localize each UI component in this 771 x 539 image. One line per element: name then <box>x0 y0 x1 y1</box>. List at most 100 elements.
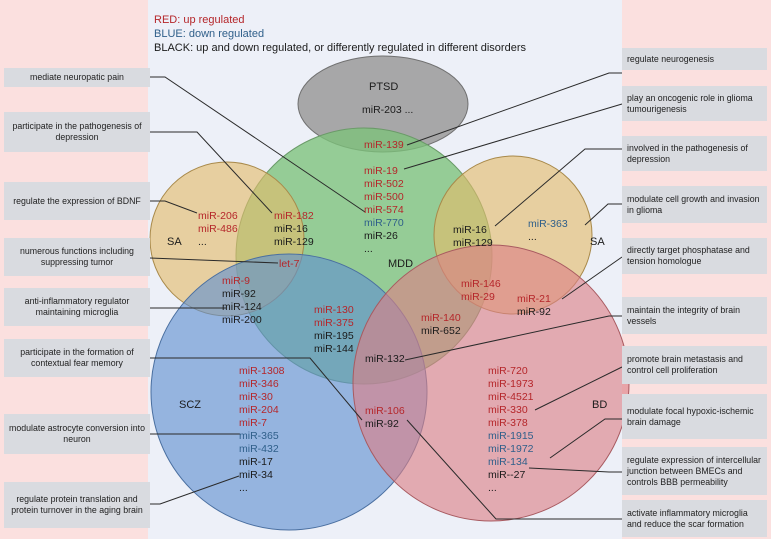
mirna-label: miR-140 <box>421 312 461 324</box>
legend-red: RED: up regulated <box>154 14 245 26</box>
mirna-group-sa-right: miR-363... <box>528 218 568 244</box>
label-sa-left: SA <box>167 236 182 248</box>
mirna-label: miR-365 <box>239 430 279 442</box>
connector-inflammatory <box>406 419 622 520</box>
mirna-label: miR-574 <box>364 204 404 216</box>
connector-depression-right <box>494 148 622 227</box>
mirna-label: miR-375 <box>314 317 354 329</box>
annotation-left-6: participate in the formation of contextu… <box>4 339 150 377</box>
annotation-right-8: modulate focal hypoxic-ischemic brain da… <box>622 394 767 439</box>
mirna-label: miR-144 <box>314 343 354 355</box>
mirna-label: miR-34 <box>239 469 273 481</box>
connector-fear-memory <box>150 357 363 421</box>
mirna-label: miR-92 <box>517 306 551 318</box>
mirna-label: ... <box>364 243 373 255</box>
mirna-label: ... <box>239 482 248 494</box>
annotation-left-2: participate in the pathogenesis of depre… <box>4 112 150 152</box>
mirna-label: miR-720 <box>488 365 528 377</box>
mirna-label: miR-1308 <box>239 365 285 377</box>
mirna-label: miR-1915 <box>488 430 534 442</box>
label-scz: SCZ <box>179 399 201 411</box>
legend-blue: BLUE: down regulated <box>154 28 265 40</box>
mirna-label: ... <box>488 482 497 494</box>
mirna-label: miR-200 <box>222 314 262 326</box>
mirna-label: miR-1972 <box>488 443 534 455</box>
connector-bbb <box>528 467 622 473</box>
mirna-label: miR-26 <box>364 230 398 242</box>
annotation-left-8: regulate protein translation and protein… <box>4 482 150 528</box>
mirna-label: miR-500 <box>364 191 404 203</box>
label-sa-right: SA <box>590 236 605 248</box>
connector-depression-left <box>150 131 273 214</box>
mirna-label: miR-129 <box>453 237 493 249</box>
mirna-label: miR-16 <box>453 224 487 236</box>
mirna-group-ptsd: miR-203 ... <box>362 104 413 117</box>
mirna-label: miR-92 <box>222 288 256 300</box>
mirna-label: miR-19 <box>364 165 398 177</box>
mirna-label: miR-92 <box>365 418 399 430</box>
mirna-label: miR-17 <box>239 456 273 468</box>
mirna-label: miR-652 <box>421 325 461 337</box>
annotation-right-4: modulate cell growth and invasion in gli… <box>622 186 767 223</box>
mirna-label: miR-363 <box>528 218 568 230</box>
connector-neurogenesis <box>406 72 622 146</box>
mirna-label: miR-502 <box>364 178 404 190</box>
label-bd: BD <box>592 399 608 411</box>
connector-metastasis <box>534 366 623 411</box>
annotation-right-7: promote brain metastasis and control cel… <box>622 346 767 384</box>
connector-glioma-oncogenic <box>403 103 623 170</box>
mirna-label: miR-432 <box>239 443 279 455</box>
annotation-right-6: maintain the integrity of brain vessels <box>622 297 767 334</box>
mirna-label: miR-139 <box>364 139 404 151</box>
connector-neuropathic-pain <box>150 76 366 213</box>
connector-glioma-growth <box>584 203 622 226</box>
mirna-label: miR-204 <box>239 404 279 416</box>
mirna-label: miR-7 <box>239 417 267 429</box>
mirna-label: miR-195 <box>314 330 354 342</box>
connector-protein-turnover <box>150 475 240 505</box>
mirna-label: miR-130 <box>314 304 354 316</box>
annotation-right-5: directly target phosphatase and tension … <box>622 238 767 274</box>
mirna-label: miR-146 <box>461 278 501 290</box>
mirna-label: miR-182 <box>274 210 314 222</box>
annotation-right-1: regulate neurogenesis <box>622 48 767 70</box>
mirna-label: miR-21 <box>517 293 551 305</box>
mirna-label: miR-203 ... <box>362 104 414 116</box>
mirna-label: ... <box>528 231 537 243</box>
mirna-label: miR-106 <box>365 405 405 417</box>
annotation-right-10: activate inflammatory microglia and redu… <box>622 500 767 537</box>
mirna-label: miR-1973 <box>488 378 534 390</box>
mirna-label: miR-129 <box>274 236 314 248</box>
mirna-group-let7: let-7 <box>279 258 299 271</box>
annotation-left-4: numerous functions including suppressing… <box>4 238 150 276</box>
connector-lines <box>149 72 623 520</box>
mirna-label: miR-132 <box>365 353 405 365</box>
connector-hypoxic <box>549 418 622 459</box>
connector-brain-vessels <box>404 315 622 361</box>
mirna-group-ptsd-mdd: miR-139 <box>364 139 404 152</box>
annotation-left-7: modulate astrocyte conversion into neuro… <box>4 414 150 454</box>
mirna-label: miR-206 <box>198 210 238 222</box>
mirna-label: miR-346 <box>239 378 279 390</box>
label-mdd: MDD <box>388 258 414 270</box>
mirna-label: miR-378 <box>488 417 528 429</box>
label-ptsd: PTSD <box>369 81 399 93</box>
legend-black: BLACK: up and down regulated, or differe… <box>154 42 526 54</box>
connector-tumor <box>149 257 279 264</box>
annotation-left-3: regulate the expression of BDNF <box>4 182 150 220</box>
mirna-label: ... <box>198 236 207 248</box>
mirna-label: miR-770 <box>364 217 404 229</box>
